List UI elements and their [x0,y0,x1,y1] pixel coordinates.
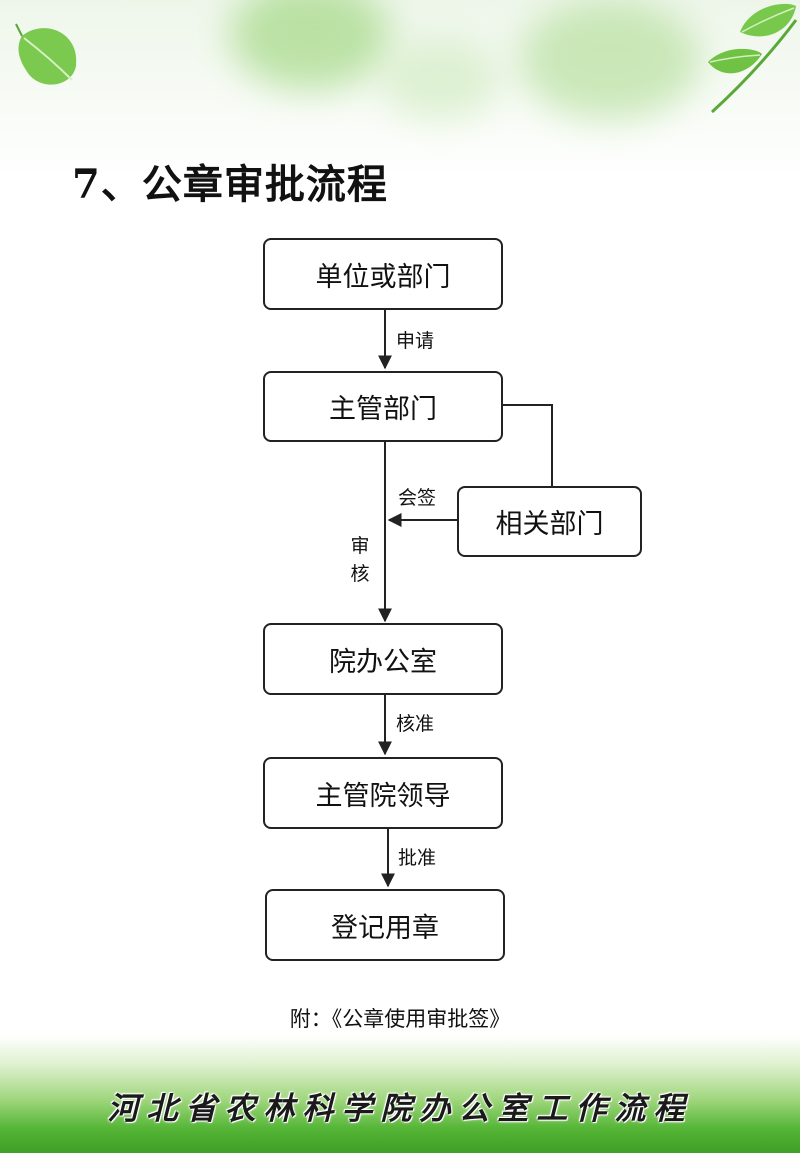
node-unit: 单位或部门 [263,238,503,310]
node-register: 登记用章 [265,889,505,961]
footer-banner [0,1035,800,1153]
edge-label-approve: 批准 [398,847,437,869]
edge-label-apply: 申请 [396,330,435,352]
leaf-branch-icon [708,3,798,114]
footer-title: 河北省农林科学院办公室工作流程 [107,1091,693,1127]
node-office: 院办公室 [263,623,503,695]
node-leader: 主管院领导 [263,757,503,829]
leaf-icon [15,23,77,85]
blurred-foliage [380,40,500,120]
line-to-related [502,404,553,486]
node-supervisor: 主管部门 [263,371,503,442]
node-related: 相关部门 [457,486,642,557]
blurred-foliage [230,0,390,90]
edge-label-verify: 核准 [396,713,435,735]
edge-label-review: 审核 [350,535,370,585]
blurred-foliage [520,0,700,120]
appendix-note: 附：《公章使用审批签》 [289,1007,511,1031]
page-title: 7、公章审批流程 [72,161,388,208]
edge-label-countersign: 会签 [398,487,437,509]
